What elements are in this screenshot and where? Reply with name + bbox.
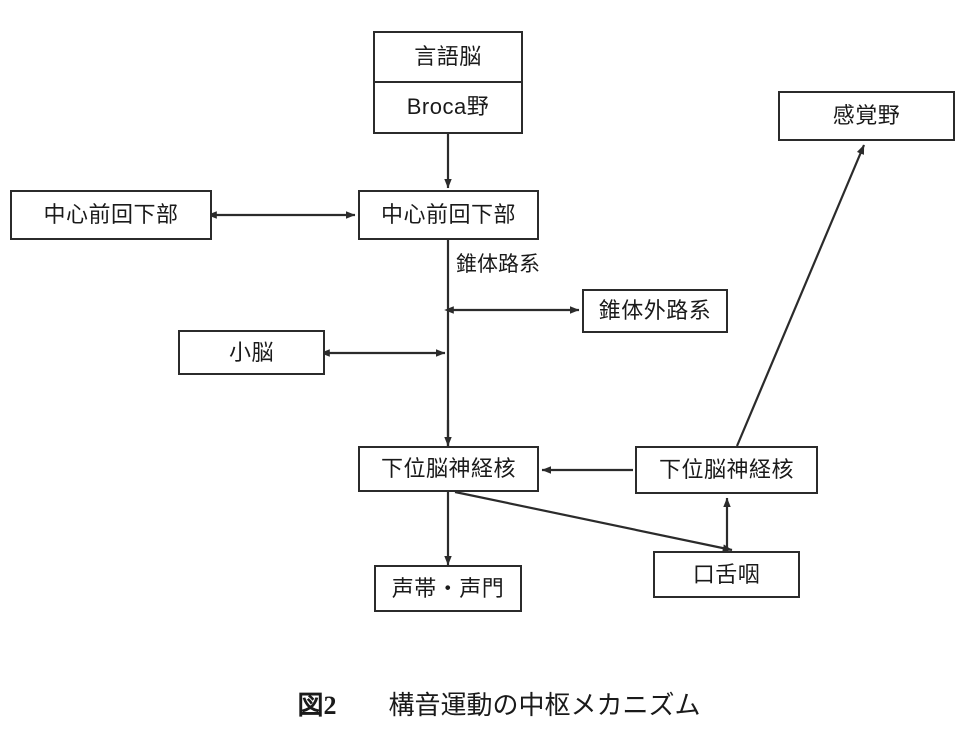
node-lower-cranial-nuclei-left: 下位脳神経核 [358, 446, 539, 492]
node-extrapyramidal-system: 錐体外路系 [582, 289, 728, 333]
figure-caption-text: 構音運動の中枢メカニズム [388, 691, 701, 720]
edge-label-pyramidal-tract: 錐体路系 [456, 253, 540, 276]
node-precentral-gyrus-right: 中心前回下部 [358, 190, 539, 240]
node-language-brain-label: 言語脳 [414, 43, 482, 69]
connector-layer [207, 134, 866, 566]
node-vocal-cords-glottis-label: 声帯・声門 [391, 575, 505, 601]
node-lower-cranial-nuclei-left-label: 下位脳神経核 [380, 456, 516, 481]
node-oral-lingual-pharyngeal-label: 口舌咽 [692, 561, 761, 587]
node-extrapyramidal-system-label: 錐体外路系 [598, 298, 712, 323]
node-vocal-cords-glottis: 声帯・声門 [374, 565, 522, 612]
figure-diagram: 言語脳 Broca野 中心前回下部 中心前回下部 感覚野 錐体外路系 小脳 下位… [10, 31, 955, 720]
edge-lower-nuclei-right-to-sensory [735, 144, 866, 447]
node-sensory-area-label: 感覚野 [832, 103, 901, 128]
edge-lower-nuclei-left-to-oral [454, 490, 733, 552]
node-precentral-gyrus-left-label: 中心前回下部 [43, 202, 179, 227]
node-precentral-gyrus-right-label: 中心前回下部 [380, 202, 516, 227]
node-broca-area-label: Broca野 [406, 94, 490, 120]
node-lower-cranial-nuclei-right: 下位脳神経核 [635, 446, 818, 494]
node-cerebellum: 小脳 [178, 330, 325, 375]
node-precentral-gyrus-left: 中心前回下部 [10, 190, 212, 240]
node-cerebellum-label: 小脳 [228, 339, 274, 365]
node-language-brain-broca: 言語脳 Broca野 [373, 31, 523, 134]
figure-caption: 図2 構音運動の中枢メカニズム [0, 655, 972, 752]
figure-caption-number: 図2 [297, 691, 337, 720]
node-language-brain: 言語脳 [375, 33, 521, 83]
node-broca-area: Broca野 [375, 83, 521, 133]
figure-caption-gap [336, 691, 388, 720]
node-lower-cranial-nuclei-right-label: 下位脳神経核 [658, 457, 794, 482]
node-oral-lingual-pharyngeal: 口舌咽 [653, 551, 800, 598]
node-sensory-area: 感覚野 [778, 91, 955, 141]
